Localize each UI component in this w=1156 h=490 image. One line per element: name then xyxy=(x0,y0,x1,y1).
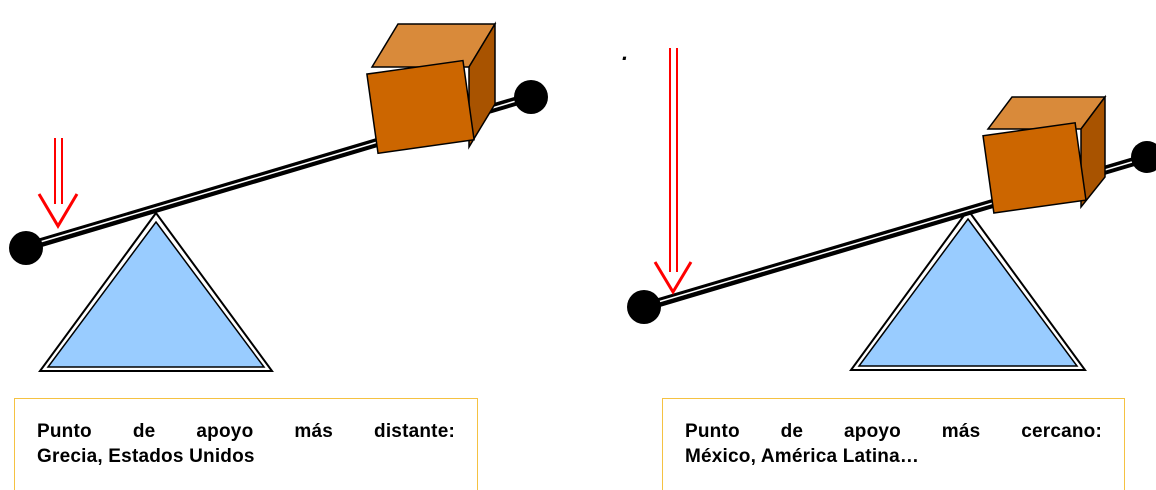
left-lever xyxy=(9,21,548,372)
left-caption-line2: Grecia, Estados Unidos xyxy=(37,446,255,467)
right-weight-box xyxy=(982,94,1107,214)
left-beam-end-ball-left xyxy=(9,231,43,265)
left-beam-end-ball-right xyxy=(514,80,548,114)
right-caption-line2: México, América Latina… xyxy=(685,446,920,467)
stray-mark: . xyxy=(622,40,628,65)
left-fulcrum xyxy=(38,211,274,372)
right-lever xyxy=(627,48,1156,371)
right-fulcrum xyxy=(849,208,1087,371)
right-beam-end-ball-left xyxy=(627,290,661,324)
right-beam-end-ball-right xyxy=(1131,141,1156,173)
right-force-arrow xyxy=(653,48,693,295)
right-caption-box: Punto de apoyo más cercano: México, Amér… xyxy=(662,398,1125,490)
left-caption-line1: Punto de apoyo más distante: xyxy=(37,421,455,442)
right-caption-line1: Punto de apoyo más cercano: xyxy=(685,421,1102,442)
left-weight-box xyxy=(366,21,497,155)
left-force-arrow xyxy=(37,138,79,229)
left-caption-box: Punto de apoyo más distante: Grecia, Est… xyxy=(14,398,478,490)
